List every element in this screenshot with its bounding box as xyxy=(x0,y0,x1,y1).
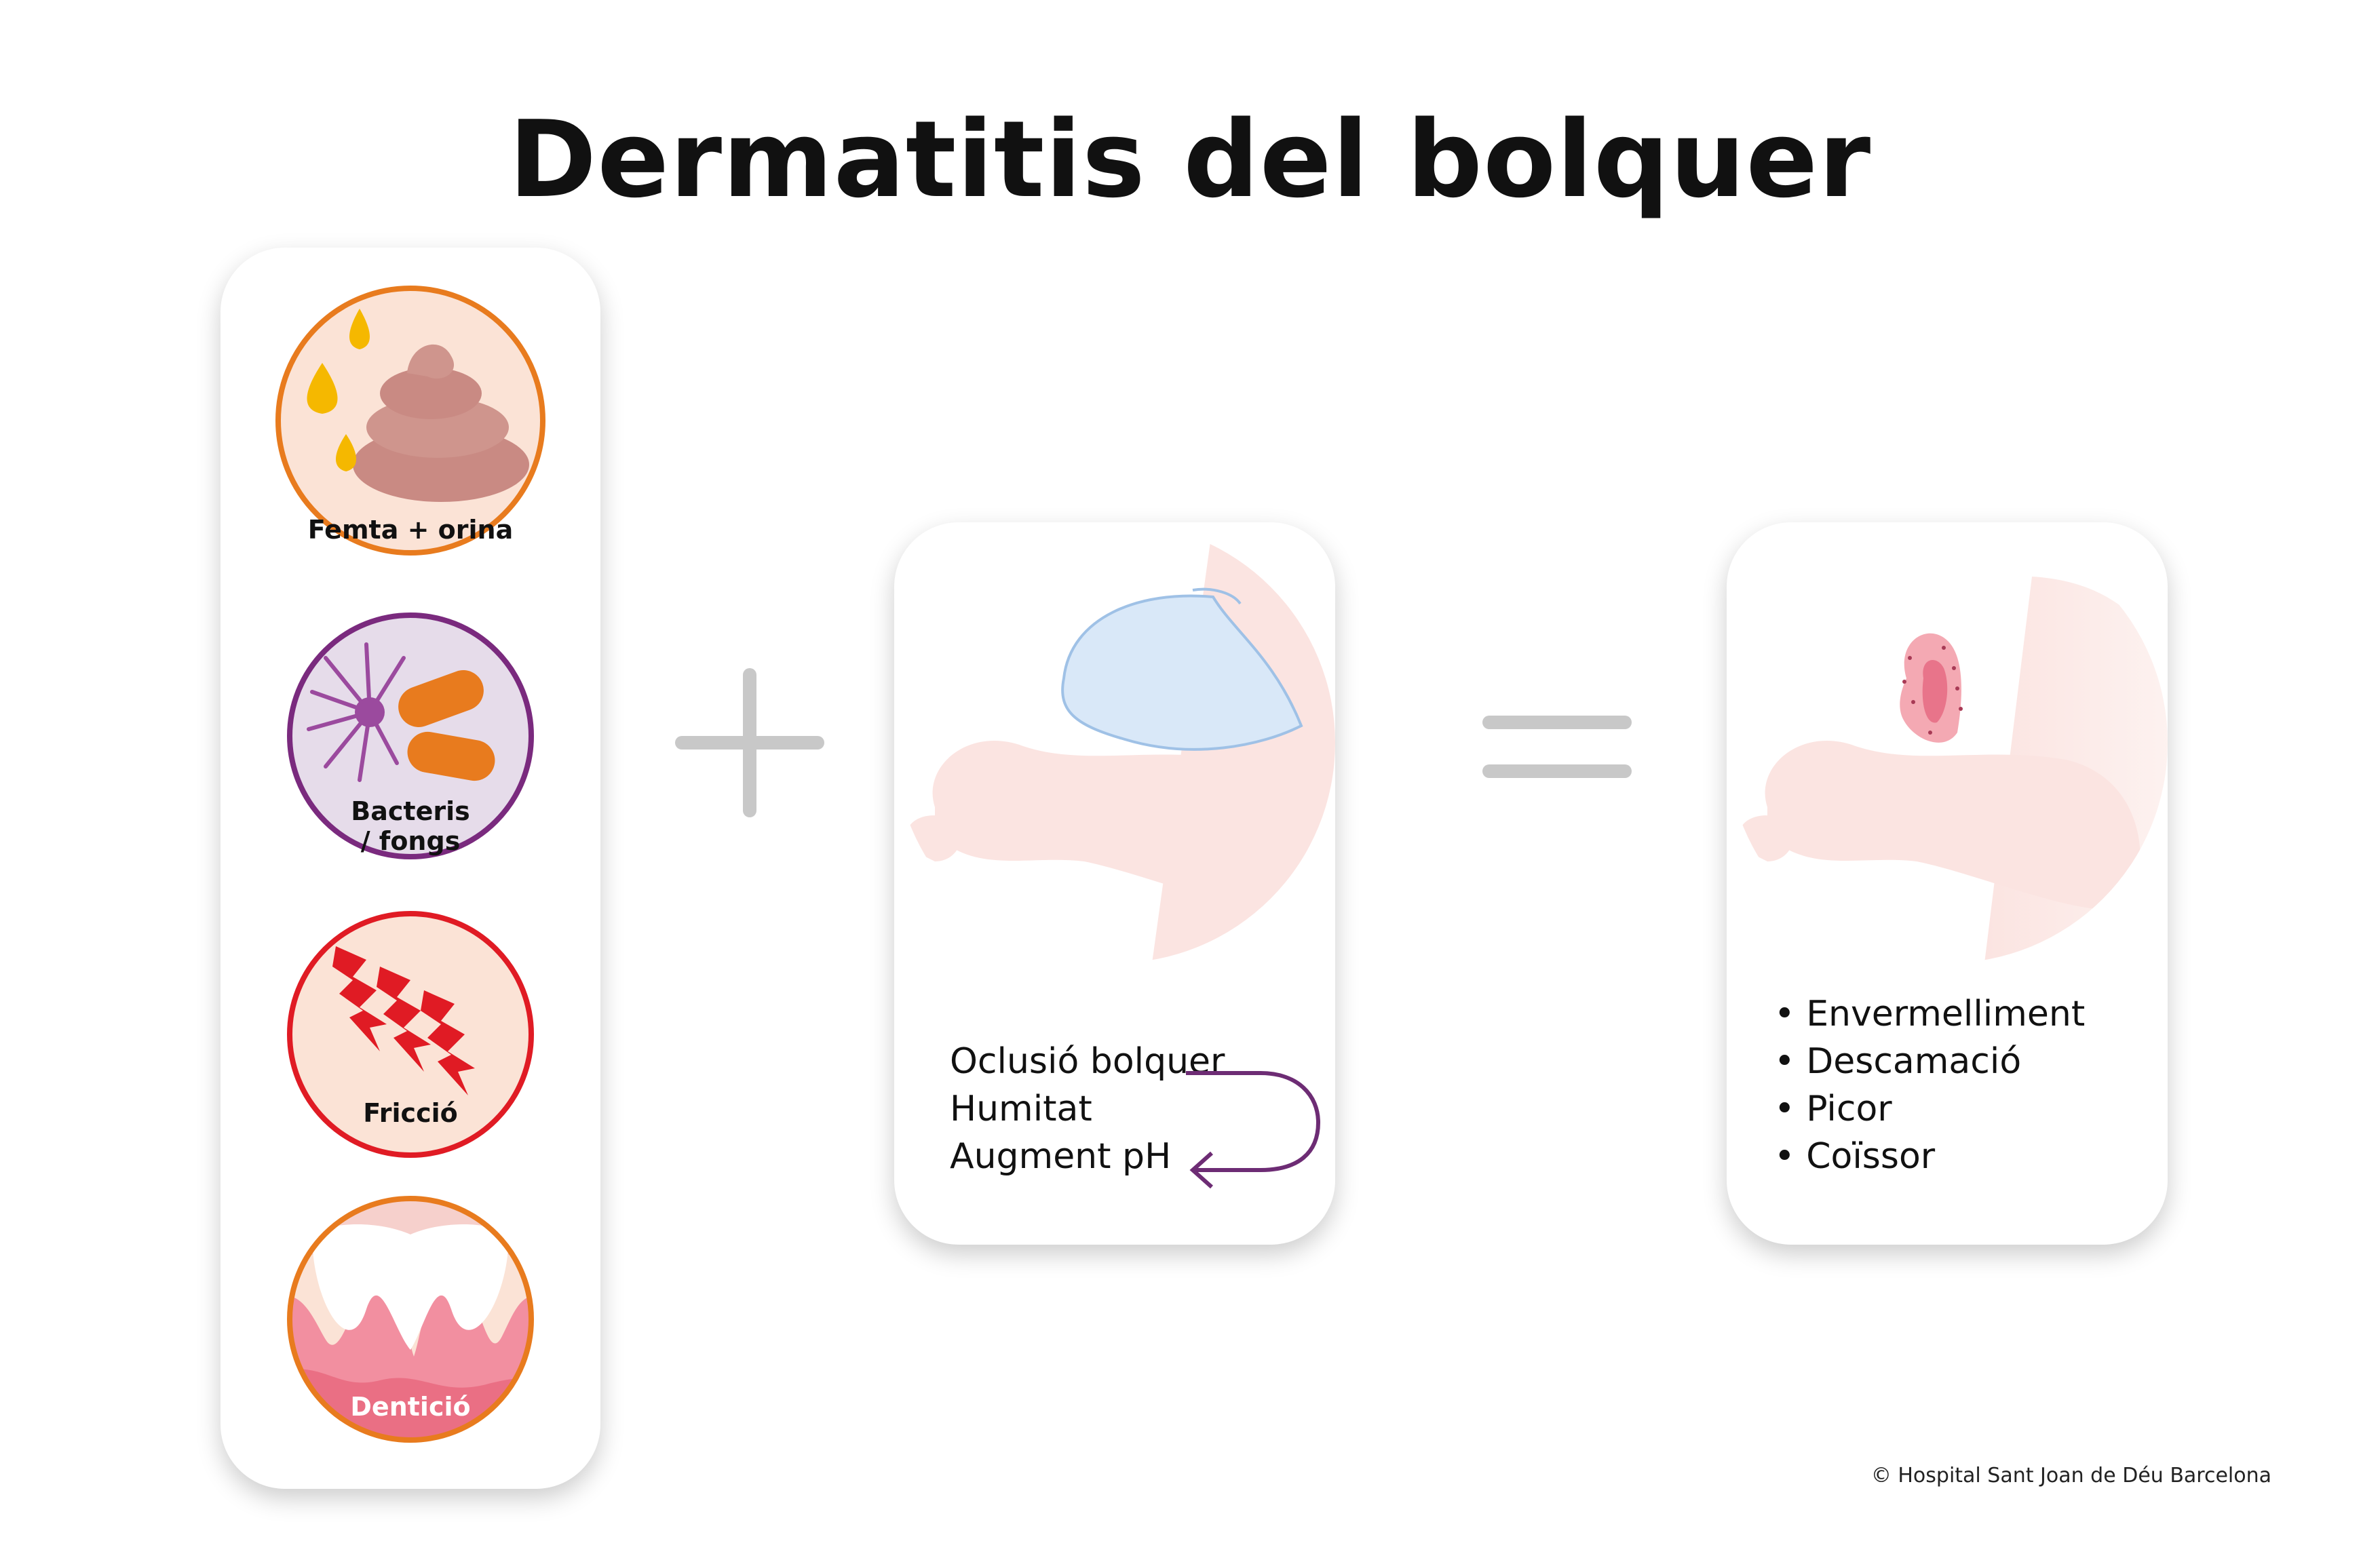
stool-urine-icon xyxy=(275,286,545,556)
diaper-baby-icon xyxy=(894,522,1335,963)
symptoms-list: • Envermelliment • Descamació • Picor • … xyxy=(1774,990,2085,1180)
teeth-icon xyxy=(287,1196,534,1443)
factor-humidity: Humitat xyxy=(950,1089,1092,1129)
symptom-scaling: • Descamació xyxy=(1774,1041,2022,1082)
symptom-stinging: • Coïssor xyxy=(1774,1136,1936,1177)
factor-diaper-occlusion: Oclusió bolquer xyxy=(950,1041,1225,1082)
symptoms-card: • Envermelliment • Descamació • Picor • … xyxy=(1727,522,2168,1245)
causes-panel: Femta + orina Bacteris/ fongs Fricció xyxy=(220,248,600,1489)
copyright-notice: © Hospital Sant Joan de Déu Barcelona xyxy=(1870,1464,2271,1487)
symptom-redness: • Envermelliment xyxy=(1774,994,2086,1034)
diaper-factors-card: Oclusió bolquer Humitat Augment pH xyxy=(894,522,1335,1245)
cause-label-friction: Fricció xyxy=(363,1098,458,1128)
factor-ph-increase: Augment pH xyxy=(950,1136,1172,1177)
cause-label-stool-urine: Femta + orina xyxy=(307,515,514,545)
lightning-friction-icon xyxy=(287,911,534,1158)
cause-label-teething: Dentició xyxy=(350,1392,471,1422)
rash-baby-icon xyxy=(1727,522,2168,963)
cycle-arrow-icon xyxy=(1186,1071,1321,1189)
diaper-factors-list: Oclusió bolquer Humitat Augment pH xyxy=(950,1038,1225,1180)
bacteria-fungi-icon xyxy=(287,612,534,859)
symptom-itching: • Picor xyxy=(1774,1089,1892,1129)
cause-label-bacteria-fungi: Bacteris/ fongs xyxy=(351,796,470,856)
page-title: Dermatitis del bolquer xyxy=(508,98,1872,221)
equals-icon xyxy=(1482,716,1632,778)
plus-icon xyxy=(675,668,824,817)
